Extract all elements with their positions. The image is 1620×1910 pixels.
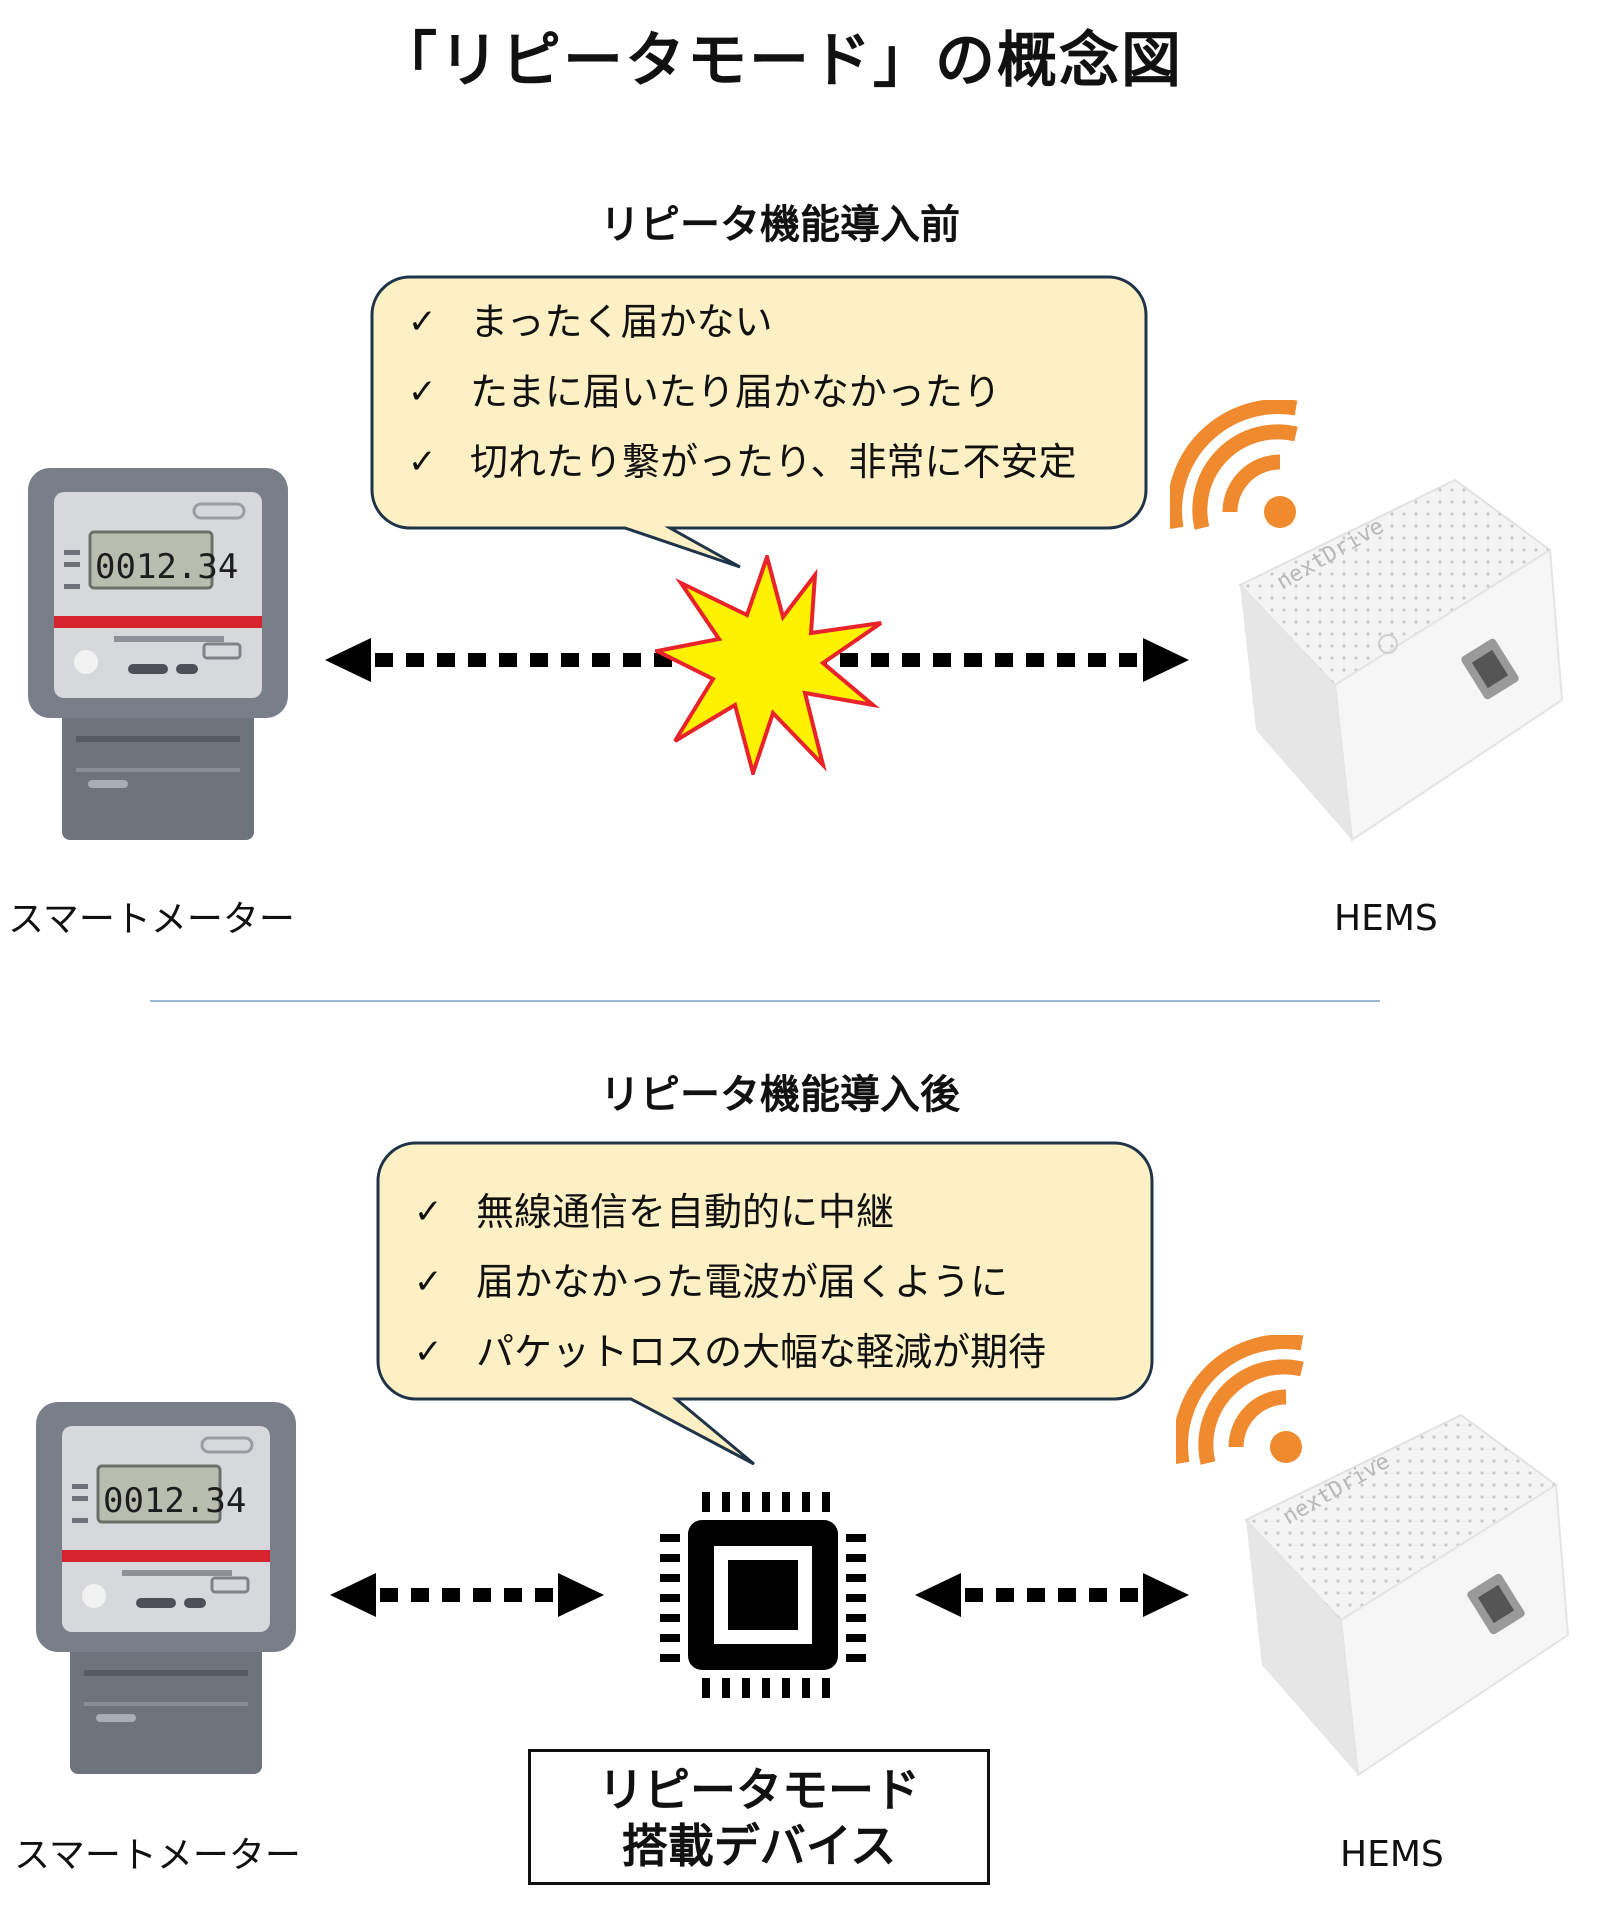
smart-meter-icon: 0012.34 xyxy=(36,1402,296,1774)
before-hems-label: HEMS xyxy=(1334,898,1438,939)
before-heading: リピータ機能導入前 xyxy=(600,202,960,248)
wifi-signal-icon xyxy=(1170,400,1298,530)
arrow-left-icon xyxy=(330,1573,376,1617)
smart-meter-icon: 0012.34 xyxy=(28,468,288,840)
meter-reading: 0012.34 xyxy=(95,547,238,587)
arrow-right-icon xyxy=(558,1573,604,1617)
arrow-right-icon xyxy=(1143,1573,1189,1617)
check-icon: ✓ xyxy=(414,1192,443,1232)
list-item: ✓たまに届いたり届かなかったり xyxy=(408,357,1076,427)
chip-icon xyxy=(660,1492,866,1698)
after-hems-label: HEMS xyxy=(1340,1834,1444,1875)
arrow-right-icon xyxy=(1143,638,1189,682)
after-item-list: ✓無線通信を自動的に中継 ✓届かなかった電波が届くように ✓パケットロスの大幅な… xyxy=(414,1177,1046,1387)
arrow-left-icon xyxy=(915,1573,961,1617)
check-icon: ✓ xyxy=(408,302,437,342)
arrow-left-icon xyxy=(325,638,371,682)
after-speech-bubble xyxy=(376,1141,1154,1466)
wifi-signal-icon xyxy=(1176,1335,1304,1465)
check-icon: ✓ xyxy=(414,1262,443,1302)
list-item: ✓まったく届かない xyxy=(408,287,1076,357)
list-item: ✓パケットロスの大幅な軽減が期待 xyxy=(414,1317,1046,1387)
after-heading: リピータ機能導入後 xyxy=(600,1072,960,1118)
before-item-list: ✓まったく届かない ✓たまに届いたり届かなかったり ✓切れたり繋がったり、非常に… xyxy=(408,287,1076,497)
repeater-device-label: リピータモード 搭載デバイス xyxy=(528,1749,990,1885)
collision-burst-icon xyxy=(655,555,883,775)
section-divider xyxy=(150,1000,1380,1002)
hems-cube-icon: nextDrive xyxy=(1176,1335,1570,1777)
before-meter-label: スマートメーター xyxy=(8,899,295,940)
after-left-arrow xyxy=(330,1573,604,1617)
list-item: ✓切れたり繋がったり、非常に不安定 xyxy=(408,427,1076,497)
after-right-arrow xyxy=(915,1573,1189,1617)
list-item: ✓無線通信を自動的に中継 xyxy=(414,1177,1046,1247)
after-meter-label: スマートメーター xyxy=(14,1835,301,1876)
check-icon: ✓ xyxy=(408,372,437,412)
before-speech-bubble xyxy=(370,275,1148,569)
meter-reading: 0012.34 xyxy=(103,1481,246,1521)
check-icon: ✓ xyxy=(408,442,437,482)
page-title: 「リピータモード」の概念図 xyxy=(377,26,1183,96)
check-icon: ✓ xyxy=(414,1332,443,1372)
hems-cube-icon: nextDrive xyxy=(1170,400,1564,842)
list-item: ✓届かなかった電波が届くように xyxy=(414,1247,1046,1317)
